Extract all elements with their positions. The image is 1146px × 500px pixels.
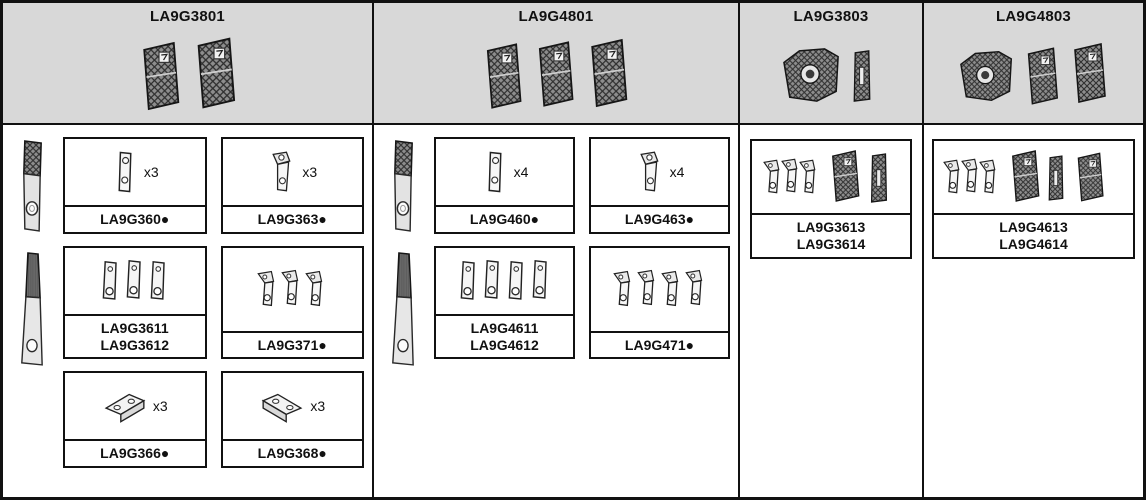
quantity-label: x4 bbox=[513, 164, 529, 180]
column-header: LA9G3801 bbox=[3, 3, 372, 125]
cover-plates-icon bbox=[142, 37, 235, 110]
cover-plates-icon bbox=[486, 39, 628, 109]
bent-tab-icon bbox=[635, 150, 665, 194]
terminal-lugs-art bbox=[382, 137, 426, 489]
column-la9g3803: LA9G3803 LA9G361 bbox=[738, 3, 922, 497]
part-art bbox=[934, 141, 1133, 213]
short-lug-icon bbox=[388, 139, 420, 235]
part-number: LA9G371● bbox=[222, 330, 362, 358]
column-la9g4803: LA9G4803 bbox=[922, 3, 1143, 497]
part-art: x3 bbox=[65, 139, 205, 205]
adapter-kit-icon bbox=[942, 150, 1104, 202]
part-number: LA9G368● bbox=[222, 439, 362, 466]
shield-cover-icon bbox=[783, 48, 871, 102]
quantity-label: x3 bbox=[152, 398, 168, 415]
quantity-label: x4 bbox=[669, 164, 685, 180]
shield-and-covers-icon bbox=[959, 43, 1106, 105]
connector-tab-icon bbox=[111, 149, 139, 195]
four-tabs-icon bbox=[460, 259, 547, 300]
four-flag-tabs-icon bbox=[613, 269, 702, 307]
part-art: x4 bbox=[436, 139, 573, 205]
part-art bbox=[591, 248, 728, 331]
part-number: LA9G366● bbox=[65, 439, 205, 466]
quantity-label: x3 bbox=[302, 164, 318, 180]
column-la9g3801: LA9G3801 x3 LA9G360● bbox=[3, 3, 372, 497]
parts-grid: x3 LA9G360● x3 LA9G363● bbox=[63, 137, 364, 489]
column-header-art bbox=[781, 25, 881, 123]
column-title: LA9G4801 bbox=[518, 8, 594, 25]
part-number: LA9G471● bbox=[591, 330, 728, 358]
part-art: x3 bbox=[223, 373, 363, 439]
three-tabs-icon bbox=[102, 259, 165, 300]
part-number: LA9G360● bbox=[65, 205, 205, 232]
short-lug-icon bbox=[17, 139, 49, 235]
part-cell: x3 LA9G360● bbox=[63, 137, 207, 234]
column-body: x3 LA9G360● x3 LA9G363● bbox=[3, 125, 372, 497]
quantity-label: x3 bbox=[143, 164, 159, 180]
mirrored-angle-bracket-icon bbox=[262, 394, 302, 423]
part-art bbox=[752, 141, 910, 213]
part-number: LA9G460● bbox=[436, 205, 573, 232]
part-art bbox=[65, 248, 205, 314]
part-cell: LA9G471● bbox=[589, 245, 730, 360]
terminal-lugs-art bbox=[11, 137, 55, 489]
column-header-art bbox=[134, 25, 242, 123]
three-flag-tabs-icon bbox=[257, 269, 323, 307]
part-number: LA9G363● bbox=[222, 205, 362, 232]
column-la9g4801: LA9G4801 x4 LA9G460● bbox=[372, 3, 738, 497]
column-body: x4 LA9G460● x4 LA9G463● bbox=[374, 125, 738, 497]
part-number: LA9G463● bbox=[591, 205, 728, 232]
column-header: LA9G4803 bbox=[924, 3, 1143, 125]
bent-tab-icon bbox=[267, 150, 297, 194]
part-art bbox=[223, 248, 363, 331]
part-cell: x3 LA9G368● bbox=[220, 371, 364, 469]
angle-bracket-icon bbox=[105, 394, 145, 423]
quantity-label: x3 bbox=[310, 398, 326, 415]
column-header: LA9G3803 bbox=[740, 3, 922, 125]
part-art: x3 bbox=[65, 373, 205, 439]
column-header-art bbox=[958, 25, 1110, 123]
part-art bbox=[436, 248, 573, 314]
part-cell: x4 LA9G463● bbox=[589, 137, 730, 234]
part-art: x3 bbox=[223, 139, 363, 205]
long-lug-icon bbox=[388, 251, 420, 371]
part-cell: LA9G371● bbox=[220, 245, 364, 360]
column-header: LA9G4801 bbox=[374, 3, 738, 125]
part-cell: x3 LA9G363● bbox=[220, 137, 364, 234]
column-header-art bbox=[478, 25, 634, 123]
part-cell: x4 LA9G460● bbox=[434, 137, 575, 234]
adapter-kit-icon bbox=[763, 150, 888, 203]
long-lug-icon bbox=[17, 251, 49, 371]
connector-tab-icon bbox=[481, 149, 509, 195]
part-cell: x3 LA9G366● bbox=[63, 371, 207, 469]
parts-grid: x4 LA9G460● x4 LA9G463● bbox=[434, 137, 730, 489]
column-title: LA9G4803 bbox=[996, 8, 1071, 25]
column-title: LA9G3801 bbox=[150, 8, 225, 25]
column-title: LA9G3803 bbox=[793, 8, 869, 25]
part-art: x4 bbox=[591, 139, 728, 205]
